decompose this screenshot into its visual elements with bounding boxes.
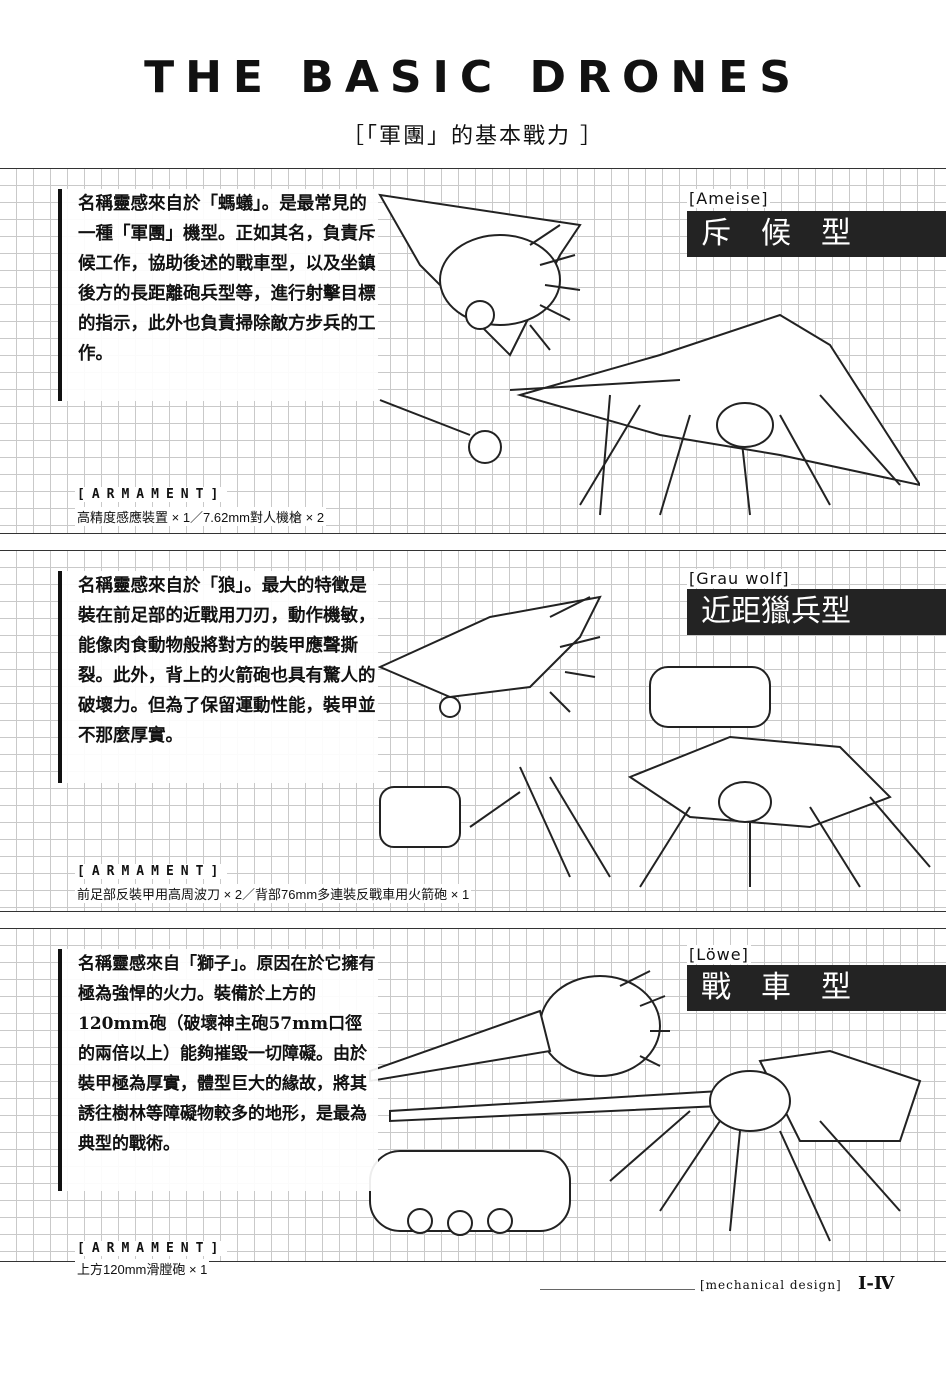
armament-text: 高精度感應裝置 × 1／7.62mm對人機槍 × 2 — [75, 507, 327, 526]
description-text: 名稱靈感來自於「螞蟻」。是最常見的一種「軍團」機型。正如其名，負責斥候工作，協助… — [58, 189, 378, 401]
armament-text: 上方120mm滑膛砲 × 1 — [75, 1259, 210, 1278]
codename-label: [Grau wolf] — [687, 569, 792, 588]
section-ameise: [Ameise] 斥 候 型 名稱靈感來自於「螞蟻」。是最常見的一種「軍團」機型… — [0, 168, 946, 534]
codename-label: [Ameise] — [687, 189, 771, 208]
type-name-badge: 近距獵兵型 — [687, 589, 946, 635]
page-title: THE BASIC DRONES — [144, 52, 802, 103]
armament-text: 前足部反裝甲用高周波刀 × 2／背部76mm多連裝反戰車用火箭砲 × 1 — [75, 884, 472, 903]
section-grau-wolf: [Grau wolf] 近距獵兵型 名稱靈感來自於「狼」。最大的特徵是裝在前足部… — [0, 550, 946, 912]
armament-heading: [ARMAMENT] — [75, 864, 228, 879]
type-name-badge: 戰 車 型 — [687, 965, 946, 1011]
description-text: 名稱靈感來自於「狼」。最大的特徵是裝在前足部的近戰用刀刃，動作機敏，能像肉食動物… — [58, 571, 378, 783]
armament-heading: [ARMAMENT] — [75, 1241, 228, 1256]
section-lowe: [Löwe] 戰 車 型 名稱靈感來自「獅子」。原因在於它擁有極為強悍的火力。裝… — [0, 928, 946, 1278]
footer-label: [mechanical design] — [700, 1278, 842, 1292]
footer-rule — [540, 1289, 695, 1290]
armament-heading: [ARMAMENT] — [75, 487, 228, 502]
type-name-badge: 斥 候 型 — [687, 211, 946, 257]
page-subtitle: ［「軍團」的基本戰力 ］ — [342, 124, 604, 149]
grau-wolf-illustration — [377, 595, 931, 888]
description-text: 名稱靈感來自「獅子」。原因在於它擁有極為強悍的火力。裝備於上方的120mm砲（破… — [58, 949, 378, 1191]
codename-label: [Löwe] — [687, 945, 751, 964]
ameise-illustration — [378, 193, 920, 516]
page-number: I-Ⅳ — [858, 1273, 895, 1294]
lowe-illustration — [369, 970, 922, 1242]
